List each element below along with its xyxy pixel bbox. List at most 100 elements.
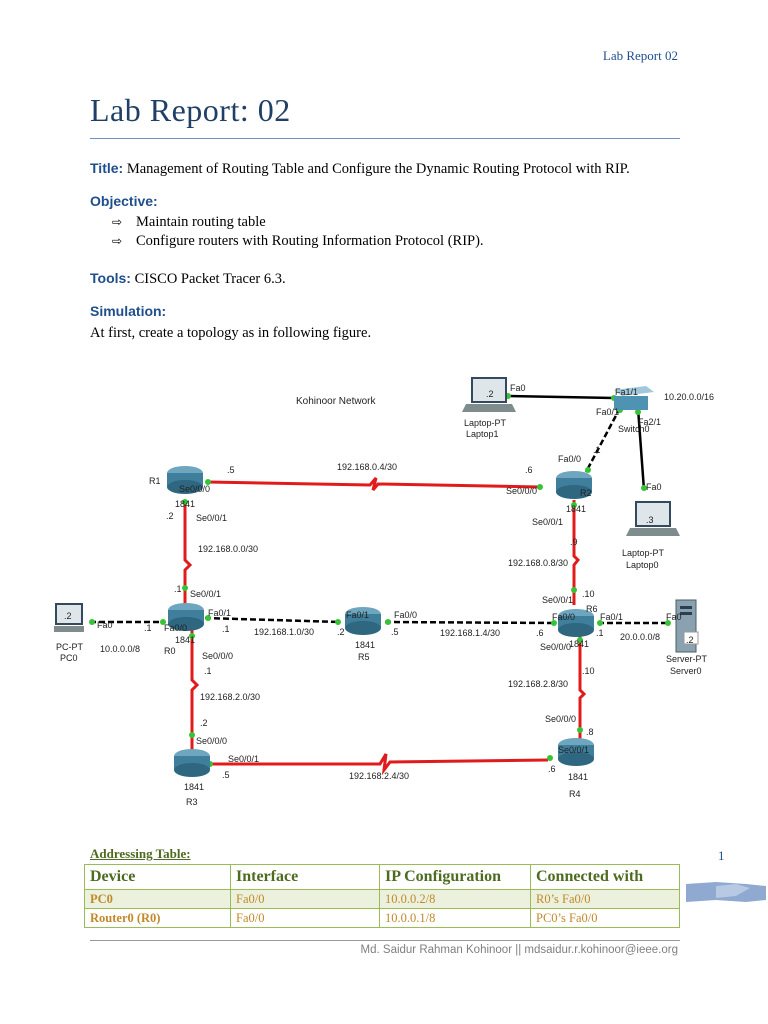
laptop1-name: Laptop1 xyxy=(466,429,499,439)
router-r0 xyxy=(168,603,204,631)
iface-label: Fa0/0 xyxy=(164,623,187,633)
r1-name: R1 xyxy=(149,476,161,486)
pc0-name: PC0 xyxy=(60,653,78,663)
iface-label: Fa0/1 xyxy=(600,612,623,622)
link-r5-r6 xyxy=(384,620,556,625)
iface-label: .2 xyxy=(64,611,72,621)
router-r3 xyxy=(174,749,210,777)
iface-label: Fa0/1 xyxy=(208,608,231,618)
link-laptop1-switch0 xyxy=(507,394,615,400)
column-header: IP Configuration xyxy=(379,864,531,890)
network-label: 192.168.0.8/30 xyxy=(508,558,568,568)
iface-label: .6 xyxy=(525,465,533,475)
table-cell: Router0 (R0) xyxy=(84,908,231,928)
laptop0-name: Laptop0 xyxy=(626,560,659,570)
iface-label: Fa0/0 xyxy=(394,610,417,620)
link-r0-r5 xyxy=(204,616,341,624)
iface-label: .2 xyxy=(486,389,494,399)
iface-label: .1 xyxy=(204,666,212,676)
iface-label: .3 xyxy=(646,515,654,525)
link-r3-r4 xyxy=(210,753,549,776)
iface-label: .5 xyxy=(222,770,230,780)
pc0-type: PC-PT xyxy=(56,642,84,652)
page-number: 1 xyxy=(718,848,725,863)
switch0-icon xyxy=(614,386,654,410)
r4-name: R4 xyxy=(569,789,581,799)
router-r4 xyxy=(558,738,594,766)
tools-text: CISCO Packet Tracer 6.3. xyxy=(130,271,286,287)
iface-label: .2 xyxy=(200,718,208,728)
r2-name: R2 xyxy=(580,488,592,498)
iface-label: .1 xyxy=(596,628,604,638)
iface-label: .1 xyxy=(174,584,182,594)
iface-label: .5 xyxy=(391,627,399,637)
iface-label: Se0/0/1 xyxy=(542,595,573,605)
addressing-table: Device Interface IP Configuration Connec… xyxy=(84,864,680,928)
r5-name: R5 xyxy=(358,652,370,662)
laptop1-type: Laptop-PT xyxy=(464,418,507,428)
iface-label: .6 xyxy=(548,764,556,774)
router-r5 xyxy=(345,607,381,635)
iface-label: .1 xyxy=(593,445,601,455)
page-corner-decoration xyxy=(686,882,766,902)
network-label: 192.168.0.4/30 xyxy=(337,462,397,472)
arrow-bullet-icon: ⇨ xyxy=(112,215,123,229)
r1-model: 1841 xyxy=(175,499,195,509)
server0-icon xyxy=(675,599,699,653)
r5-model: 1841 xyxy=(355,640,375,650)
column-header: Device xyxy=(84,864,231,890)
link-switch0-laptop0 xyxy=(636,407,646,491)
network-label: 192.168.2.4/30 xyxy=(349,771,409,781)
simulation-text: At first, create a topology as in follow… xyxy=(90,325,372,341)
iface-label: Fa0/1 xyxy=(596,407,619,417)
objective-heading: Objective: xyxy=(90,193,158,209)
objective-item: ⇨Maintain routing table xyxy=(112,214,266,230)
iface-label: .9 xyxy=(570,537,578,547)
iface-label: Se0/0/0 xyxy=(202,651,233,661)
iface-label: Fa0/1 xyxy=(346,610,369,620)
link-status-dots xyxy=(89,393,671,767)
iface-label: Fa0 xyxy=(646,482,662,492)
router-r2 xyxy=(556,471,592,499)
serial-links xyxy=(183,477,587,776)
iface-label: .8 xyxy=(586,727,594,737)
iface-label: Fa0 xyxy=(510,383,526,393)
r6-name: R6 xyxy=(586,604,598,614)
r0-name: R0 xyxy=(164,646,176,656)
table-cell: PC0 xyxy=(84,889,231,909)
iface-label: Fa0/0 xyxy=(558,454,581,464)
router-r1 xyxy=(167,466,203,494)
iface-label: Se0/0/0 xyxy=(179,484,210,494)
title-text: Management of Routing Table and Configur… xyxy=(123,161,630,177)
table-cell: Fa0/0 xyxy=(230,908,380,928)
switch0-name: Switch0 xyxy=(618,424,650,434)
iface-label: .2 xyxy=(686,635,694,645)
iface-label: .2 xyxy=(166,511,174,521)
column-header: Interface xyxy=(230,864,380,890)
iface-label: .10 xyxy=(582,666,595,676)
simulation-heading: Simulation: xyxy=(90,303,167,319)
link-r1-r2 xyxy=(207,477,541,491)
iface-label: .10 xyxy=(582,589,595,599)
link-r2-r6 xyxy=(572,500,581,605)
table-cell: 10.0.0.1/8 xyxy=(379,908,531,928)
iface-label: .1 xyxy=(222,624,230,634)
iface-label: Se0/0/0 xyxy=(506,486,537,496)
iface-label: Se0/0/0 xyxy=(540,642,571,652)
network-name: Kohinoor Network xyxy=(296,396,376,407)
iface-label: Fa0 xyxy=(666,612,682,622)
laptop0-icon xyxy=(626,501,680,536)
ethernet-links xyxy=(90,394,670,625)
iface-label: Fa0 xyxy=(97,620,113,630)
table-cell: Fa0/0 xyxy=(230,889,380,909)
r2-model: 1841 xyxy=(566,504,586,514)
r3-name: R3 xyxy=(186,797,198,807)
network-label: 192.168.1.4/30 xyxy=(440,628,500,638)
link-r0-r3 xyxy=(190,630,200,752)
pc0-icon xyxy=(54,603,84,632)
page-title: Lab Report: 02 xyxy=(90,92,291,128)
footer-divider xyxy=(90,940,680,941)
table-cell: 10.0.0.2/8 xyxy=(379,889,531,909)
network-label: 192.168.1.0/30 xyxy=(254,627,314,637)
iface-label: Fa1/1 xyxy=(615,387,638,397)
